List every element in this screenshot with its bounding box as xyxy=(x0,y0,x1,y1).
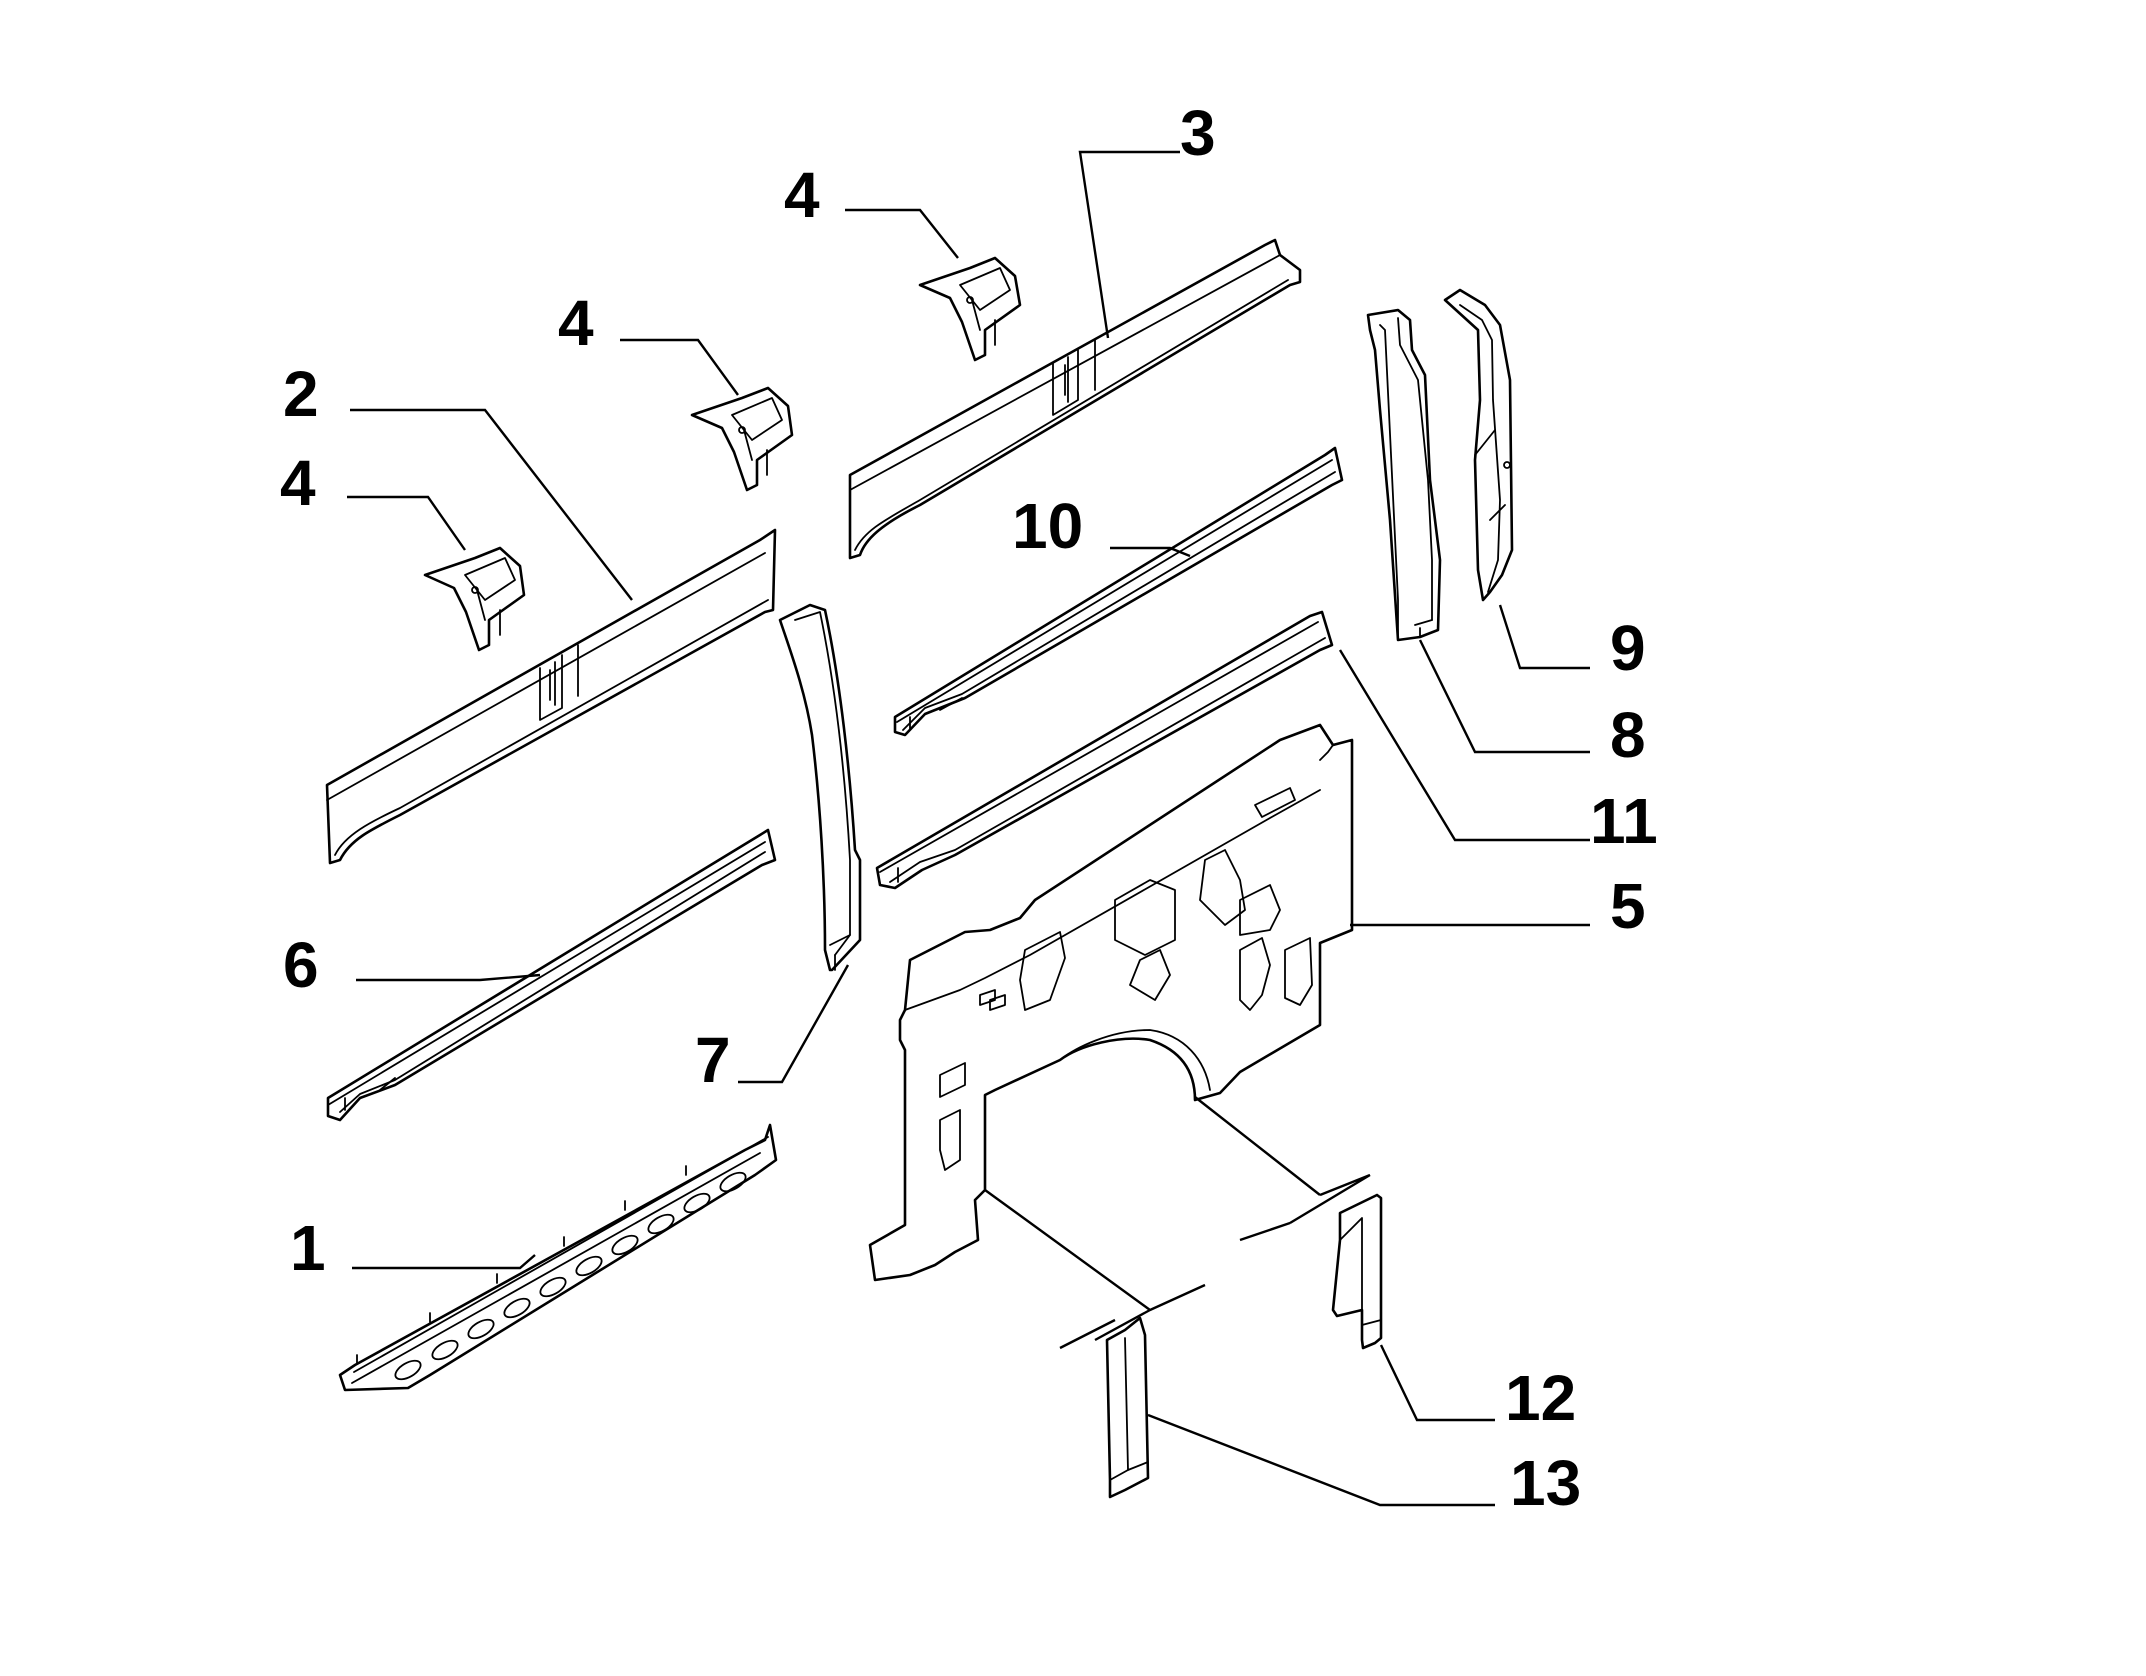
callout-2: 2 xyxy=(283,358,319,430)
callout-10: 10 xyxy=(1012,490,1083,562)
part-4-bracket-middle xyxy=(690,386,794,492)
callout-12: 12 xyxy=(1505,1362,1576,1434)
part-4-bracket-lower xyxy=(423,546,526,652)
part-8-pillar-reinforcement xyxy=(1366,308,1442,642)
part-11-longitudinal-member xyxy=(875,610,1334,890)
part-3-roof-rail xyxy=(848,238,1302,560)
sill-holes xyxy=(394,1171,747,1381)
assembly-guide-lines xyxy=(984,1096,1371,1350)
callout-9: 9 xyxy=(1610,612,1646,684)
part-4-bracket-top xyxy=(918,256,1022,362)
part-2-roof-rail xyxy=(325,528,777,865)
part-10-cross-member xyxy=(893,446,1344,737)
callout-7: 7 xyxy=(695,1024,731,1096)
callout-4-top: 4 xyxy=(784,159,820,231)
callout-8: 8 xyxy=(1610,699,1646,771)
callout-3: 3 xyxy=(1180,97,1216,169)
part-7-pillar xyxy=(778,603,862,972)
callout-5: 5 xyxy=(1610,870,1646,942)
callout-4-middle: 4 xyxy=(558,287,594,359)
callout-leaders xyxy=(347,150,1590,1507)
callout-11: 11 xyxy=(1590,785,1658,857)
part-13-gusset xyxy=(1105,1316,1150,1499)
callout-6: 6 xyxy=(283,929,319,1001)
part-5-side-panel xyxy=(868,723,1354,1282)
part-6-longitudinal-member xyxy=(326,828,777,1122)
callout-4-lower: 4 xyxy=(280,447,316,519)
part-12-gusset xyxy=(1331,1193,1383,1350)
callout-labels: 1 2 3 4 4 4 5 6 7 8 9 10 11 12 13 xyxy=(280,97,1658,1519)
part-9-pillar-bracket xyxy=(1443,288,1514,602)
part-1-lower-sill xyxy=(338,1123,778,1392)
callout-1: 1 xyxy=(290,1212,326,1284)
callout-13: 13 xyxy=(1510,1447,1581,1519)
